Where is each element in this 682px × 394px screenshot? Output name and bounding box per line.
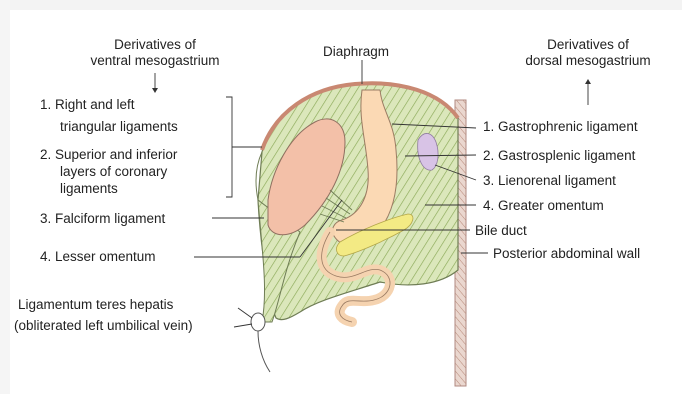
arrowhead-ventral bbox=[152, 88, 158, 93]
dorsal-item4: 4. Greater omentum bbox=[483, 198, 604, 214]
dorsal-item2: 2. Gastrosplenic ligament bbox=[483, 148, 635, 164]
dorsal-heading-line2: dorsal mesogastrium bbox=[494, 53, 682, 69]
umbilical-cord-line bbox=[258, 331, 270, 372]
dorsal-heading-line1: Derivatives of bbox=[500, 37, 676, 53]
ventral-item1-line1: 1. Right and left bbox=[40, 97, 135, 113]
ventral-heading-line2: ventral mesogastrium bbox=[60, 53, 250, 69]
ventral-item3: 3. Falciform ligament bbox=[40, 211, 165, 227]
ventral-item2-line3: ligaments bbox=[60, 181, 118, 197]
teres-label-line1: Ligamentum teres hepatis bbox=[18, 297, 173, 313]
dorsal-item3: 3. Lienorenal ligament bbox=[483, 173, 616, 189]
arrowhead-dorsal bbox=[585, 79, 591, 84]
ventral-item2-line1: 2. Superior and inferior bbox=[40, 147, 177, 163]
bile-duct-label: Bile duct bbox=[475, 223, 527, 239]
teres-label-line2: (obliterated left umbilical vein) bbox=[14, 318, 193, 334]
umbilical-vein-circle bbox=[251, 313, 265, 331]
diaphragm-label: Diaphragm bbox=[323, 44, 389, 60]
posterior-wall-label: Posterior abdominal wall bbox=[493, 246, 640, 262]
ventral-item4: 4. Lesser omentum bbox=[40, 249, 156, 265]
ventral-item2-line2: layers of coronary bbox=[60, 164, 167, 180]
ventral-heading-line1: Derivatives of bbox=[70, 37, 240, 53]
dorsal-item1: 1. Gastrophrenic ligament bbox=[483, 119, 638, 135]
ventral-item1-line2: triangular ligaments bbox=[60, 119, 178, 135]
